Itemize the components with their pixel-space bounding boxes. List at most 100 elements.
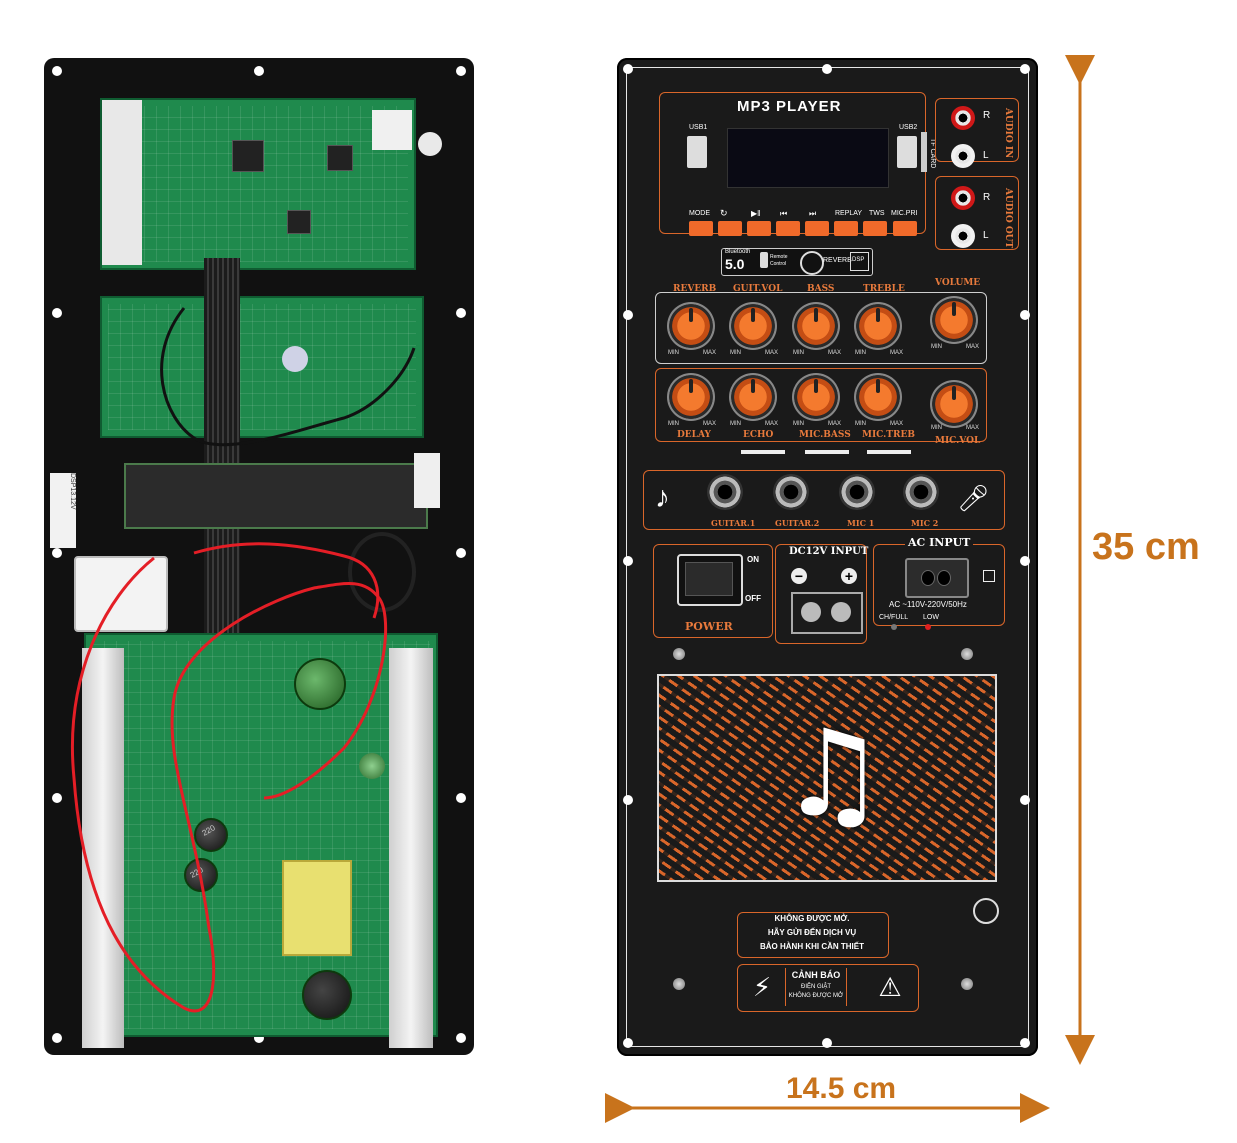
mic-pri-button[interactable] xyxy=(893,221,917,236)
max-label: MAX xyxy=(966,425,980,431)
mount-hole xyxy=(456,1033,466,1043)
repeat-button-label: ↻ xyxy=(720,208,728,218)
bluetooth-version: 5.0 xyxy=(725,256,745,272)
max-label: MAX xyxy=(966,344,980,350)
mount-hole xyxy=(52,66,62,76)
min-label: MIN xyxy=(793,350,804,356)
screw xyxy=(673,978,685,990)
mount-hole xyxy=(254,1033,264,1043)
mic-bass-knob[interactable] xyxy=(792,373,840,421)
prev-button-label: ⏮ xyxy=(780,209,788,218)
max-label: MAX xyxy=(890,421,904,427)
transformer xyxy=(282,860,352,956)
reverb-knob[interactable] xyxy=(667,302,715,350)
double-insulation-icon xyxy=(983,570,995,582)
volume-knob-label: VOLUME xyxy=(935,278,981,288)
tws-button[interactable] xyxy=(863,221,887,236)
reverb-knob-label: REVERB xyxy=(673,284,717,294)
bass-knob-label: BASS xyxy=(807,284,835,294)
guitar-1-jack[interactable] xyxy=(707,474,743,510)
treble-knob-label: TREBLE xyxy=(863,284,905,294)
electric-hazard-icon: ⚡︎ xyxy=(752,972,772,1002)
mount-hole xyxy=(623,556,633,566)
min-label: MIN xyxy=(730,421,741,427)
audio-out-section xyxy=(935,176,1019,250)
mic-2-label: MIC 2 xyxy=(911,518,939,528)
connector-block xyxy=(102,100,142,265)
warning-line-2: KHÔNG ĐƯỢC MỞ xyxy=(788,993,844,999)
notice-line-1: KHÔNG ĐƯỢC MỞ. xyxy=(774,914,850,923)
guit-vol-knob[interactable] xyxy=(729,302,777,350)
delay-knob[interactable] xyxy=(667,373,715,421)
guitar-2-jack[interactable] xyxy=(773,474,809,510)
audio-in-right-jack[interactable] xyxy=(951,106,975,130)
replay-button[interactable] xyxy=(834,221,858,236)
guitar-1-label: GUITAR.1 xyxy=(711,518,756,528)
audio-out-left-jack[interactable] xyxy=(951,224,975,248)
remote-icon xyxy=(760,252,768,268)
bass-knob[interactable] xyxy=(792,302,840,350)
mount-hole xyxy=(822,1038,832,1048)
mic-treb-knob[interactable] xyxy=(854,373,902,421)
min-label: MIN xyxy=(855,421,866,427)
sticker-round xyxy=(418,132,442,156)
dsp-label: DSP xyxy=(852,257,865,263)
amplifier-front-panel: MP3 PLAYER USB1 USB2 TF CARD MODE ↻ ▶‖ ⏮… xyxy=(617,58,1038,1056)
tf-card-slot[interactable] xyxy=(921,132,927,172)
amplifier-pcb xyxy=(84,633,438,1037)
preamp-pcb xyxy=(100,296,424,438)
usb1-port[interactable] xyxy=(687,136,707,168)
usb2-label: USB2 xyxy=(899,124,918,131)
mount-hole xyxy=(52,308,62,318)
mode-button[interactable] xyxy=(689,221,713,236)
volume-knob[interactable] xyxy=(930,296,978,344)
audio-in-left-jack[interactable] xyxy=(951,144,975,168)
dc-input-section xyxy=(775,544,867,644)
mic-1-jack[interactable] xyxy=(839,474,875,510)
echo-knob-label: ECHO xyxy=(743,430,774,440)
dc-terminal-block[interactable] xyxy=(791,592,863,634)
warning-box xyxy=(737,964,919,1012)
music-note-icon: ♫ xyxy=(779,705,887,844)
audio-out-right-jack[interactable] xyxy=(951,186,975,210)
max-label: MAX xyxy=(828,350,842,356)
treble-knob[interactable] xyxy=(854,302,902,350)
knob-row-bottom xyxy=(655,368,987,442)
dc-input-label: DC12V INPUT xyxy=(789,546,869,557)
guitar-icon: ♪ xyxy=(655,481,670,514)
audio-in-left-label: L xyxy=(983,150,989,161)
mic-2-jack[interactable] xyxy=(903,474,939,510)
power-section xyxy=(653,544,773,638)
mount-hole xyxy=(1020,556,1030,566)
mount-hole xyxy=(623,64,633,74)
play-pause-button[interactable] xyxy=(747,221,771,236)
mount-hole xyxy=(52,548,62,558)
mount-hole xyxy=(456,308,466,318)
power-switch[interactable] xyxy=(677,554,743,606)
dsp-icon xyxy=(850,252,869,271)
audio-out-label: AUDIO OUT xyxy=(1003,188,1013,249)
audio-out-right-label: R xyxy=(983,192,991,203)
usb2-port[interactable] xyxy=(897,136,917,168)
ac-socket-front[interactable] xyxy=(905,558,969,598)
power-off-label: OFF xyxy=(745,594,761,603)
low-led xyxy=(925,624,931,630)
service-notice xyxy=(737,912,889,958)
repeat-button[interactable] xyxy=(718,221,742,236)
min-label: MIN xyxy=(931,425,942,431)
control-pcb xyxy=(100,98,416,270)
max-label: MAX xyxy=(890,350,904,356)
prev-button[interactable] xyxy=(776,221,800,236)
power-on-label: ON xyxy=(747,555,759,564)
max-label: MAX xyxy=(765,350,779,356)
remote-label: Remote Control xyxy=(770,254,788,267)
next-button[interactable] xyxy=(805,221,829,236)
lcd-display xyxy=(727,128,889,188)
echo-knob[interactable] xyxy=(729,373,777,421)
notice-line-2: HÃY GỬI ĐẾN DỊCH VỤ xyxy=(767,928,857,937)
heatsink-right xyxy=(389,648,433,1048)
red-wires xyxy=(71,307,416,1013)
caution-icon: ⚠︎ xyxy=(878,972,902,1002)
mic-vol-knob[interactable] xyxy=(930,380,978,428)
min-label: MIN xyxy=(793,421,804,427)
